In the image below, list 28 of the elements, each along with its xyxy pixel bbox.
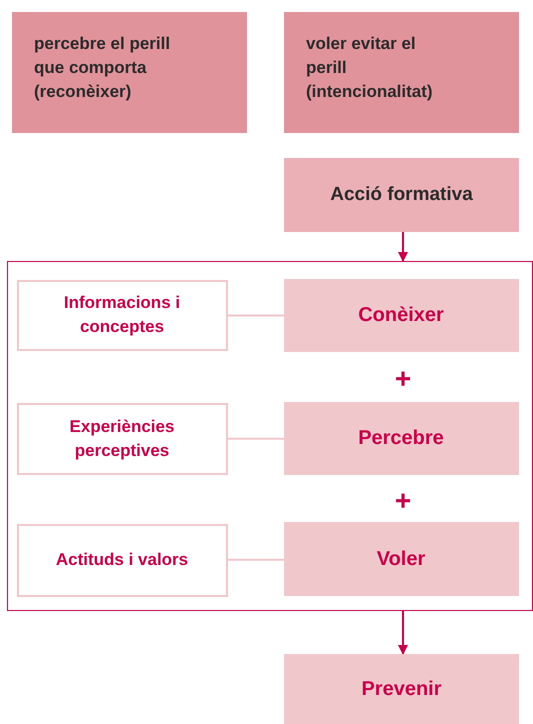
- connector-line: [228, 314, 284, 316]
- box-label: Informacions i conceptes: [62, 292, 182, 338]
- process-box: [284, 522, 518, 596]
- box-label: voler evitar el perill (intencionalitat): [306, 33, 434, 103]
- input-box: [16, 524, 228, 596]
- box-label: Experiències perceptives: [68, 416, 176, 462]
- box-label: Percebre: [358, 426, 444, 451]
- connector-line: [228, 558, 284, 561]
- box-label: Prevenir: [361, 677, 442, 702]
- connector-line: [228, 438, 284, 440]
- box-label: Acció formativa: [330, 182, 473, 207]
- box-label: percebre el perill que comporta (reconèixer): [34, 33, 172, 103]
- process-box: [284, 278, 518, 352]
- input-box: [16, 402, 228, 474]
- group-frame: [7, 261, 533, 611]
- plus-sign: +: [394, 364, 412, 394]
- process-box: [284, 654, 519, 724]
- box-label: Actituds i valors: [56, 549, 188, 572]
- input-box: [16, 280, 228, 350]
- text-box: [284, 12, 519, 133]
- process-box: [284, 402, 518, 474]
- text-box: [12, 12, 247, 133]
- box-label: Conèixer: [358, 303, 444, 328]
- arrow: [398, 611, 408, 655]
- process-box: [284, 158, 519, 232]
- plus-sign: +: [394, 486, 412, 516]
- box-label: Voler: [376, 546, 426, 572]
- arrow: [398, 232, 408, 262]
